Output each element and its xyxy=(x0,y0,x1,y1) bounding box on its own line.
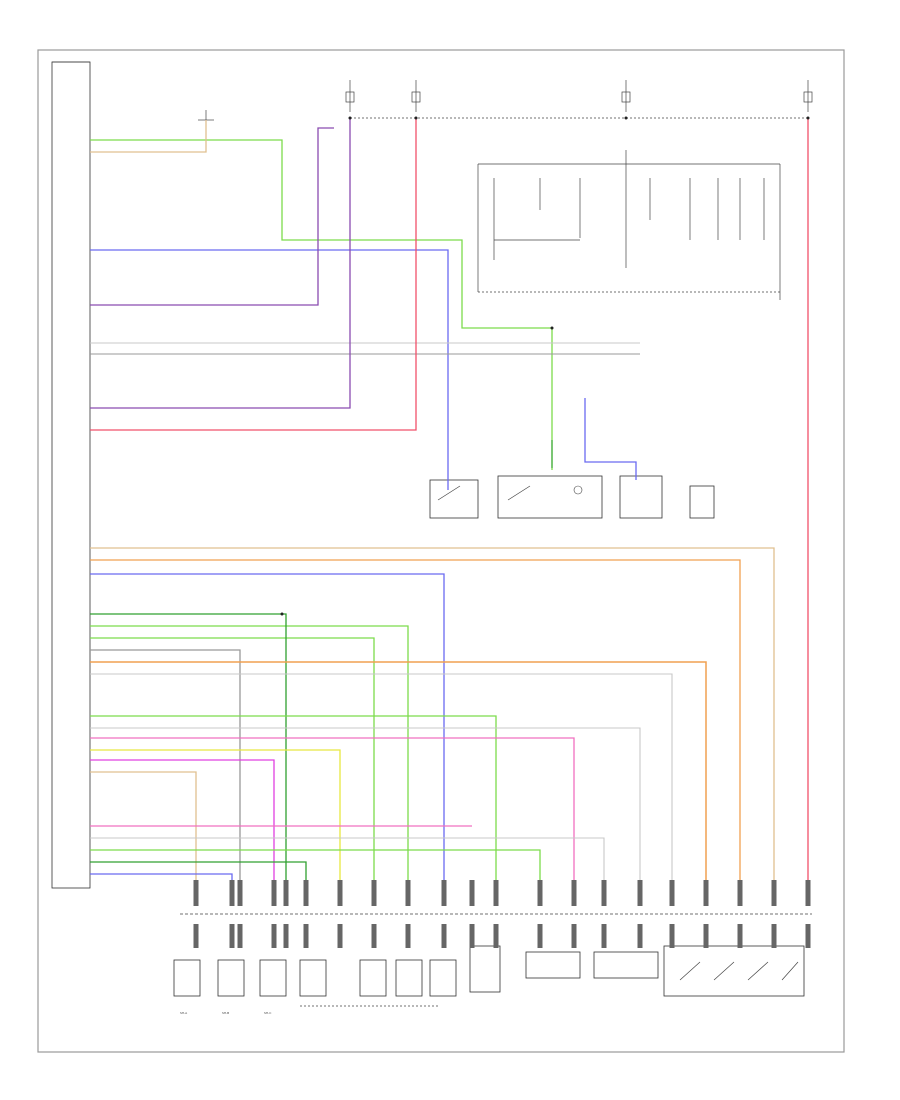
terminal-tick xyxy=(469,880,475,906)
wire-tan-top xyxy=(90,120,207,153)
wire-red-1 xyxy=(90,118,417,431)
wire-light-grey-2 xyxy=(90,727,641,880)
fuse-1 xyxy=(345,80,355,112)
wire-green-6 xyxy=(90,849,541,880)
terminal-tick xyxy=(601,924,607,948)
terminal-tick xyxy=(283,880,289,906)
terminal-tick xyxy=(229,880,235,906)
terminal-tick xyxy=(669,924,675,948)
fuse-3 xyxy=(621,80,631,112)
terminal-tick xyxy=(571,924,577,948)
wire-green-7 xyxy=(90,861,307,880)
wire-tan-3 xyxy=(90,771,197,880)
terminal-tick xyxy=(601,880,607,906)
terminal-tick xyxy=(571,880,577,906)
terminal-tick xyxy=(193,880,199,906)
terminal-tick xyxy=(283,924,289,948)
fuse-4 xyxy=(803,80,813,112)
terminal-tick xyxy=(493,880,499,906)
ecm-connector xyxy=(51,61,91,889)
terminal-tick xyxy=(237,880,243,906)
terminal-tick xyxy=(493,924,499,948)
terminal-tick xyxy=(303,924,309,948)
terminal-tick xyxy=(271,880,277,906)
terminal-tick xyxy=(303,880,309,906)
terminal-tick xyxy=(737,880,743,906)
wire-light-grey-1 xyxy=(90,673,673,880)
wire-green-5 xyxy=(90,715,497,880)
bottom-terminal-ticks xyxy=(193,880,811,948)
switch-row xyxy=(429,475,715,519)
terminal-tick xyxy=(771,924,777,948)
wire-green-4 xyxy=(90,613,287,880)
wire-yellow xyxy=(90,749,341,880)
wire-green-2 xyxy=(90,625,409,880)
bottom-components xyxy=(469,945,805,997)
wire-blue-upper xyxy=(90,249,449,490)
junction-dots xyxy=(280,116,810,616)
terminal-tick xyxy=(405,924,411,948)
shift-solenoids: SH-A SH-B SH-C xyxy=(173,959,457,1015)
terminal-tick xyxy=(371,880,377,906)
terminal-tick xyxy=(229,924,235,948)
wire-orange-2 xyxy=(90,661,707,880)
terminal-tick xyxy=(703,924,709,948)
solenoid-label-a: SH-A xyxy=(180,1011,188,1015)
terminal-tick xyxy=(441,880,447,906)
terminal-tick xyxy=(441,924,447,948)
terminal-tick xyxy=(271,924,277,948)
terminal-tick xyxy=(537,924,543,948)
wire-pink-1 xyxy=(90,737,575,880)
wire-grey-2 xyxy=(90,649,241,880)
wire-set xyxy=(90,118,809,880)
wire-blue-sensor xyxy=(584,398,637,480)
combination-meter xyxy=(477,150,781,300)
terminal-tick xyxy=(193,924,199,948)
terminal-tick xyxy=(669,880,675,906)
solenoid-label-c: SH-C xyxy=(264,1011,271,1015)
terminal-tick xyxy=(469,924,475,948)
wire-tan-2 xyxy=(90,547,775,880)
solenoid-label-b: SH-B xyxy=(222,1011,229,1015)
wire-orange-1 xyxy=(90,559,741,880)
terminal-tick xyxy=(737,924,743,948)
terminal-tick xyxy=(637,880,643,906)
wire-violet-1 xyxy=(90,127,334,306)
wire-green-3 xyxy=(90,637,375,880)
fuse-2 xyxy=(411,80,421,112)
terminal-tick xyxy=(537,880,543,906)
wire-blue-3 xyxy=(90,873,233,880)
wire-magenta xyxy=(90,759,275,880)
terminal-tick xyxy=(237,924,243,948)
wire-blue-2 xyxy=(90,573,445,880)
terminal-tick xyxy=(771,880,777,906)
diagram-frame xyxy=(37,49,845,1053)
terminal-tick xyxy=(703,880,709,906)
wire-light-grey-3 xyxy=(90,837,605,880)
terminal-tick xyxy=(805,924,811,948)
terminal-tick xyxy=(337,924,343,948)
wire-violet-2 xyxy=(90,118,351,409)
terminal-tick xyxy=(371,924,377,948)
terminal-tick xyxy=(637,924,643,948)
terminal-tick xyxy=(405,880,411,906)
terminal-tick xyxy=(805,880,811,906)
terminal-tick xyxy=(337,880,343,906)
